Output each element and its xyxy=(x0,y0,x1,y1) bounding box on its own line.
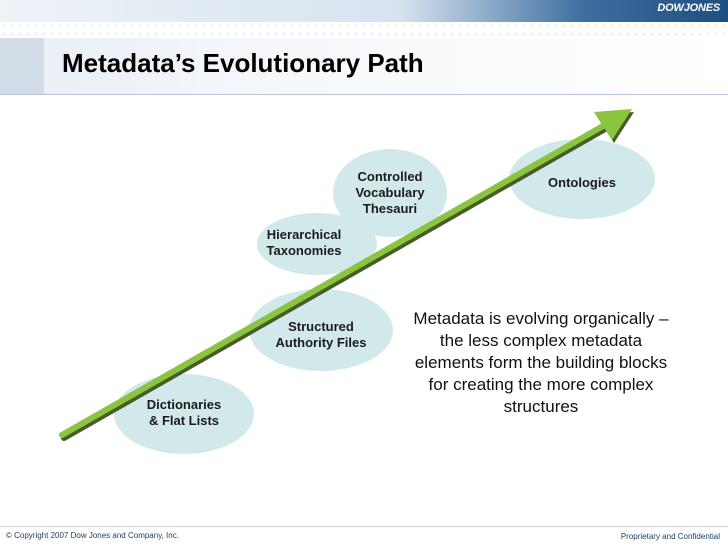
node-ontologies: Ontologies xyxy=(548,175,616,190)
dow-jones-logo: DOWJONES xyxy=(657,2,720,14)
dotted-pattern xyxy=(0,22,728,38)
title-band xyxy=(0,38,728,94)
footer-copyright: © Copyright 2007 Dow Jones and Company, … xyxy=(6,531,179,540)
footer-confidential: Proprietary and Confidential xyxy=(620,532,720,541)
top-banner: DOWJONES xyxy=(0,0,728,22)
node-controlled-vocabulary: Controlled Vocabulary Thesauri xyxy=(355,169,425,216)
description-text: Metadata is evolving organically – the l… xyxy=(413,309,669,416)
ellipse-controlled xyxy=(333,149,447,237)
ellipse-hierarchical xyxy=(257,213,377,275)
ellipse-dictionaries xyxy=(114,374,254,454)
title-divider xyxy=(0,94,728,95)
node-dictionaries: Dictionaries & Flat Lists xyxy=(146,397,222,428)
footer-divider xyxy=(0,526,728,527)
growth-arrow xyxy=(59,109,634,441)
node-structured-authority-files: Structured Authority Files xyxy=(275,319,367,350)
slide-title: Metadata’s Evolutionary Path xyxy=(62,48,424,78)
node-hierarchical-taxonomies: Hierarchical Taxonomies xyxy=(266,227,342,258)
title-band-accent xyxy=(0,38,44,94)
